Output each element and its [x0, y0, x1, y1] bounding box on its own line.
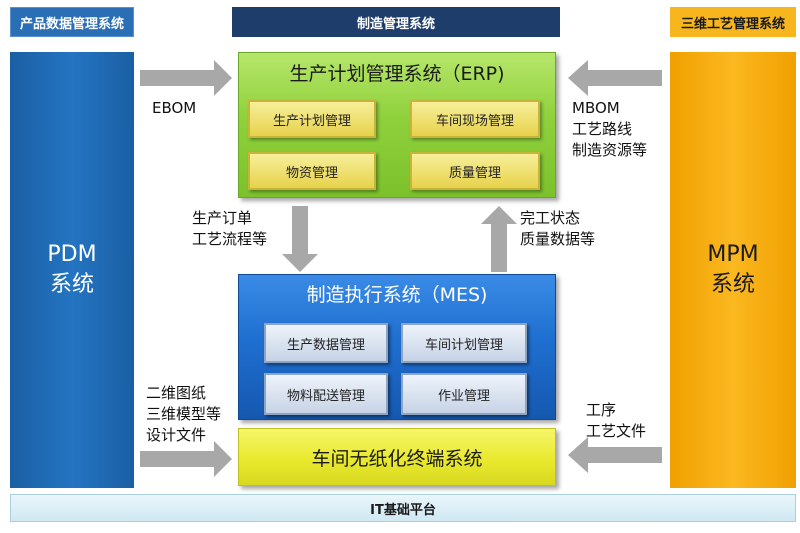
mes-to-erp-arrow — [481, 206, 517, 272]
pdm-system-header: 产品数据管理系统 — [10, 7, 134, 37]
mes-module-operations: 作业管理 — [401, 373, 527, 415]
pdm-system-label: PDM 系统 — [47, 242, 97, 297]
erp-to-mes-label: 生产订单 工艺流程等 — [192, 209, 268, 248]
it-platform-bar: IT基础平台 — [10, 494, 796, 522]
mes-system-title: 制造执行系统（MES) — [306, 284, 488, 306]
pdm-to-terminal-arrow — [140, 441, 232, 477]
mpm-to-terminal-label: 工序 工艺文件 — [586, 401, 647, 440]
mpm-system-header: 三维工艺管理系统 — [670, 7, 796, 37]
ebom-arrow — [140, 60, 232, 96]
erp-module-workshop-site: 车间现场管理 — [410, 100, 540, 138]
mes-module-workshop-plan: 车间计划管理 — [401, 323, 527, 363]
mpm-system-column: MPM 系统 — [670, 52, 796, 488]
paperless-terminal-title: 车间无纸化终端系统 — [311, 447, 483, 470]
erp-module-production-plan: 生产计划管理 — [248, 100, 376, 138]
erp-module-materials: 物资管理 — [248, 152, 376, 190]
mbom-arrow — [568, 60, 662, 96]
mpm-to-terminal-arrow — [568, 437, 662, 473]
ebom-label: EBOM — [152, 99, 197, 117]
pdm-to-terminal-label: 二维图纸 三维模型等 设计文件 — [146, 384, 222, 444]
mes-to-erp-label: 完工状态 质量数据等 — [520, 209, 596, 248]
erp-system-box: 生产计划管理系统（ERP) 生产计划管理 车间现场管理 物资管理 质量管理 — [238, 52, 556, 198]
erp-system-title: 生产计划管理系统（ERP) — [289, 63, 505, 85]
manufacturing-system-header: 制造管理系统 — [232, 7, 560, 37]
mes-system-box: 制造执行系统（MES) 生产数据管理 车间计划管理 物料配送管理 作业管理 — [238, 274, 556, 420]
erp-module-quality: 质量管理 — [410, 152, 540, 190]
mpm-system-label: MPM 系统 — [707, 242, 759, 297]
erp-to-mes-arrow — [282, 206, 318, 272]
mes-module-production-data: 生产数据管理 — [264, 323, 388, 363]
mbom-label: MBOM 工艺路线 制造资源等 — [572, 99, 648, 159]
mes-module-material-delivery: 物料配送管理 — [264, 373, 388, 415]
pdm-system-column: PDM 系统 — [10, 52, 134, 488]
paperless-terminal-box: 车间无纸化终端系统 — [238, 428, 556, 486]
